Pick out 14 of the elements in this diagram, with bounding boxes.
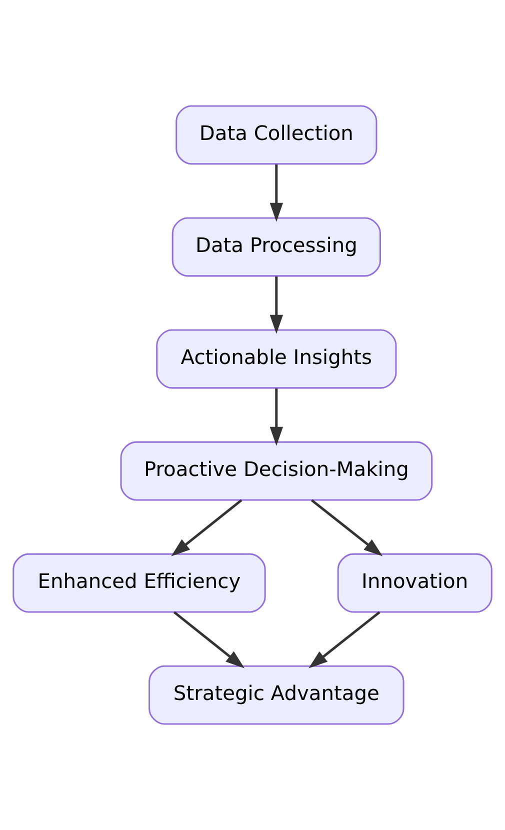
node-box: Strategic Advantage	[148, 665, 404, 725]
node-box: Data Processing	[172, 217, 381, 277]
node-box: Innovation	[337, 553, 492, 613]
arrow	[171, 499, 242, 556]
node-box: Data Collection	[176, 105, 378, 165]
arrow	[270, 276, 284, 334]
arrow	[270, 388, 284, 446]
arrow	[270, 164, 284, 222]
node-box: Proactive Decision-Making	[120, 441, 433, 501]
arrow	[310, 499, 383, 556]
arrow	[308, 611, 380, 668]
node-box: Enhanced Efficiency	[12, 553, 266, 613]
node-box: Actionable Insights	[156, 329, 397, 389]
arrow	[173, 611, 244, 668]
